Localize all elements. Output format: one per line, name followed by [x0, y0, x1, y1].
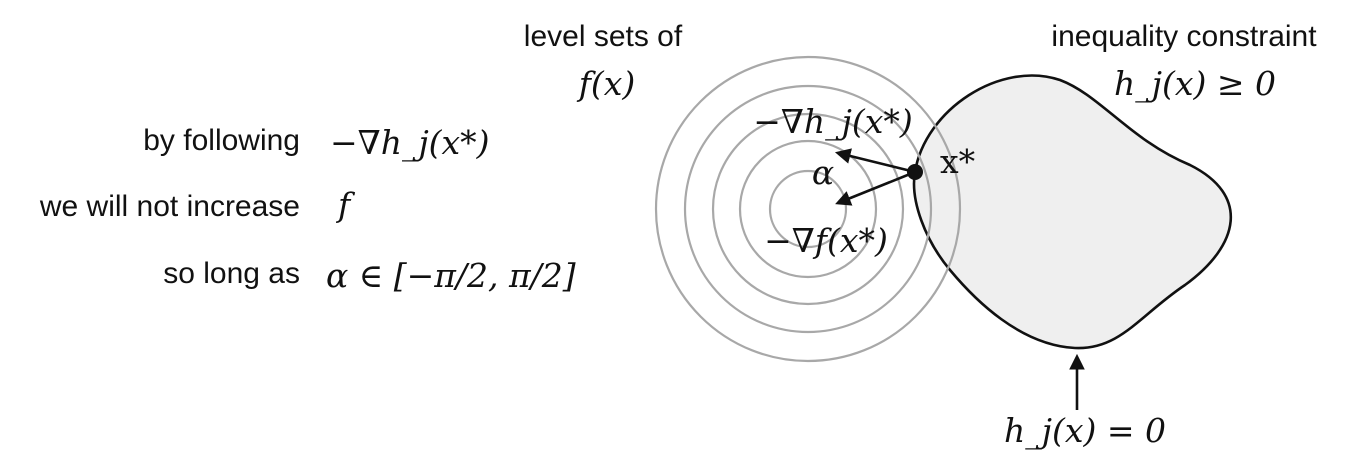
neg-grad-h-label: −∇h_j(x*) — [753, 102, 913, 142]
inequality-constraint-label: inequality constraint — [1051, 20, 1317, 53]
neg-grad-f-arrow — [835, 170, 916, 206]
optimum-point-label: x* — [940, 142, 975, 181]
not-increase-label: we will not increase — [39, 190, 300, 223]
level-set-circle-2 — [738, 139, 878, 279]
so-long-as-math: α ∈ [−π/2, π/2] — [326, 256, 576, 295]
level-set-contours — [654, 55, 962, 363]
by-following-label: by following — [143, 124, 300, 157]
neg-grad-f-label: −∇f(x*) — [764, 221, 888, 260]
level-sets-math: f(x) — [576, 64, 636, 103]
optimum-point — [907, 164, 923, 180]
by-following-math: −∇h_j(x*) — [330, 123, 490, 163]
boundary-label: h_j(x) = 0 — [1004, 411, 1166, 451]
not-increase-math: f — [335, 185, 356, 224]
level-set-circle-1 — [768, 169, 848, 249]
angle-alpha-label: α — [812, 153, 834, 192]
level-set-circle-3 — [711, 112, 905, 306]
level-set-circle-4 — [683, 84, 933, 334]
inequality-constraint-math: h_j(x) ≥ 0 — [1114, 64, 1276, 104]
feasible-region — [912, 74, 1232, 350]
neg-grad-h-arrow — [834, 148, 916, 174]
so-long-as-label: so long as — [163, 257, 300, 290]
level-sets-label: level sets of — [524, 20, 683, 53]
level-set-circle-5 — [654, 55, 962, 363]
